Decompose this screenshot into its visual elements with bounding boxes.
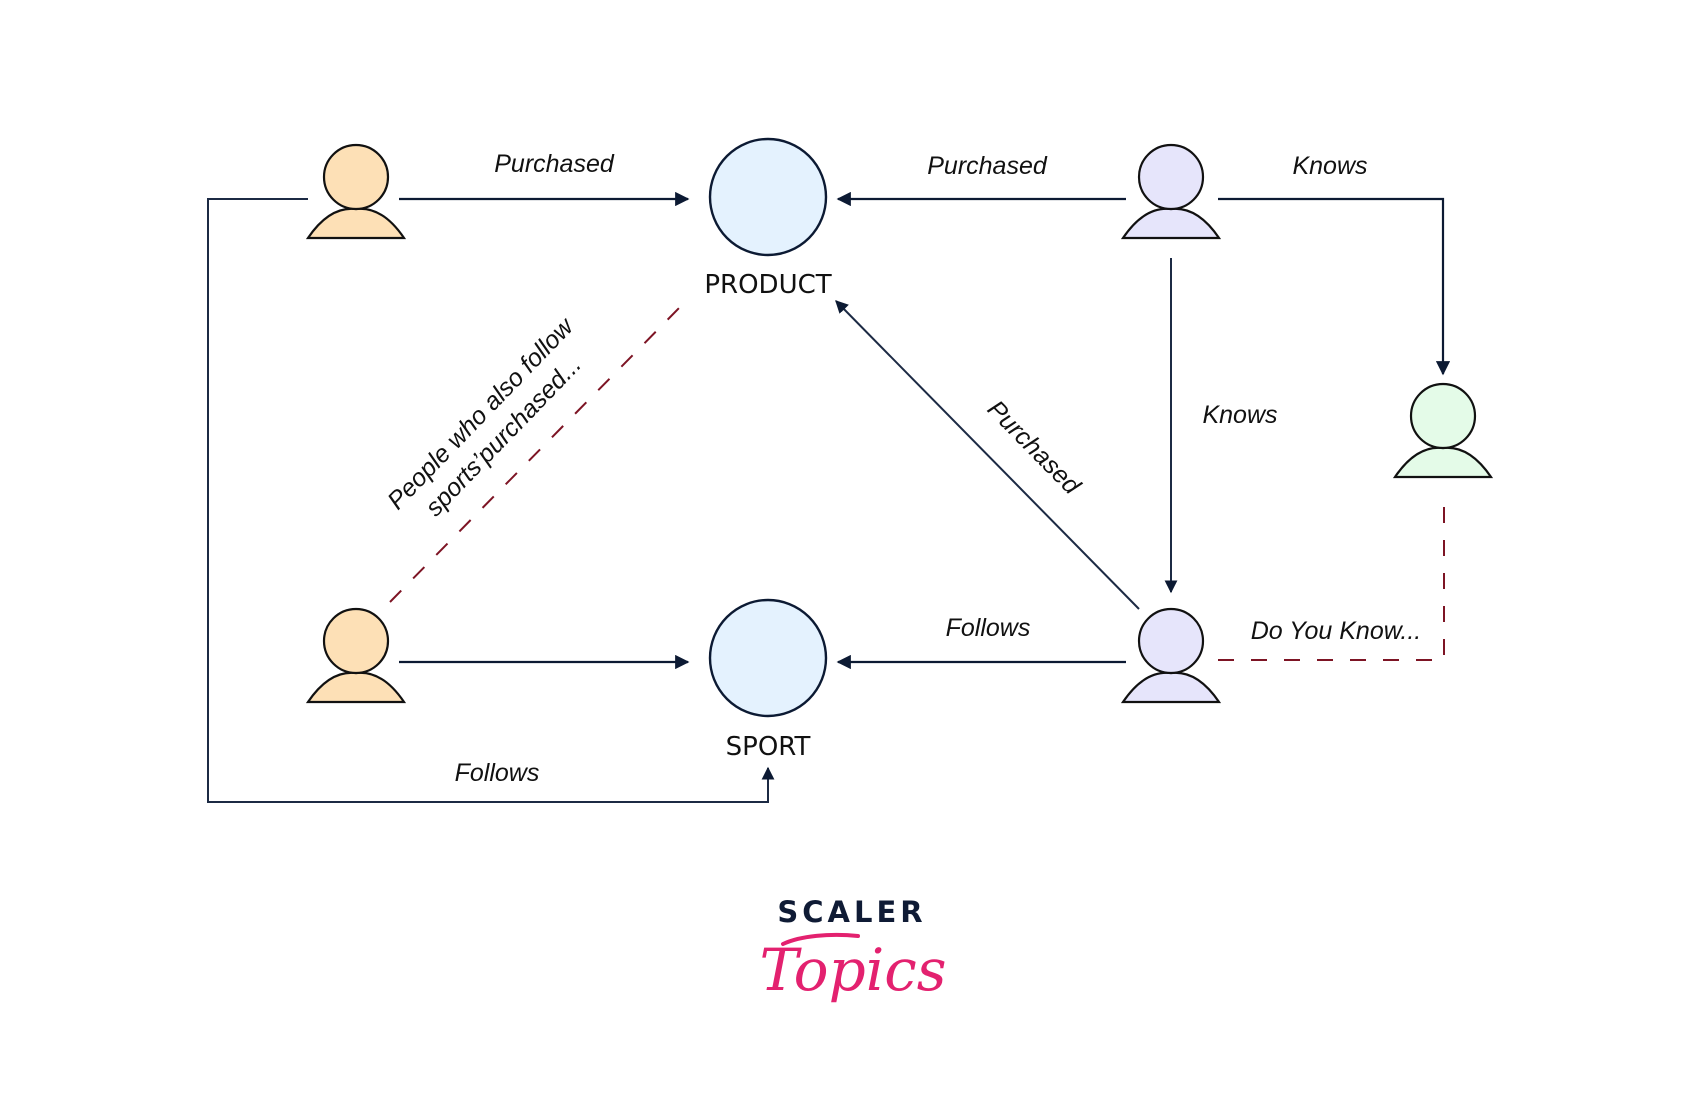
person-body-icon: [305, 207, 407, 240]
logo-sub-text: Topics: [759, 936, 946, 1004]
sport-circle[interactable]: [708, 598, 828, 718]
person-body-icon: [1120, 671, 1222, 704]
person-nodes: [305, 143, 1494, 704]
edges: Purchased Purchased Knows Knows Purchase…: [207, 150, 1451, 803]
person-head-icon: [1409, 382, 1477, 450]
node-person-bottom-right[interactable]: [1120, 607, 1222, 704]
edge-label-recommendation: People who also follow sports’purchased.…: [382, 311, 587, 522]
edge-label-top-right-purchased: Purchased: [927, 152, 1048, 180]
person-head-icon: [1137, 607, 1205, 675]
person-head-icon: [1137, 143, 1205, 211]
person-body-icon: [1120, 207, 1222, 240]
node-person-bottom-left[interactable]: [305, 607, 407, 704]
node-sport[interactable]: SPORT: [708, 598, 828, 762]
sport-label: SPORT: [726, 732, 811, 762]
recommendation-label-line1: People who also follow: [382, 311, 580, 515]
edge-label-bottom-right-purchased: Purchased: [982, 395, 1087, 501]
node-person-far-right[interactable]: [1392, 382, 1494, 479]
product-circle[interactable]: [708, 137, 828, 257]
node-person-top-right[interactable]: [1120, 143, 1222, 240]
edge-label-do-you-know: Do You Know...: [1251, 617, 1422, 645]
person-body-icon: [1392, 446, 1494, 479]
logo-brand-text: SCALER: [777, 895, 926, 929]
edge-label-top-left-follows: Follows: [455, 759, 540, 787]
edge-do-you-know-dashed[interactable]: [1218, 503, 1445, 661]
node-product[interactable]: PRODUCT: [704, 137, 832, 300]
person-body-icon: [305, 671, 407, 704]
edge-top-left-follows[interactable]: [207, 198, 775, 803]
person-head-icon: [322, 607, 390, 675]
node-person-top-left[interactable]: [305, 143, 407, 240]
edge-label-top-right-knows-far: Knows: [1292, 152, 1367, 180]
product-label: PRODUCT: [704, 270, 831, 300]
edge-label-top-right-knows-bottom: Knows: [1202, 401, 1277, 429]
edge-bottom-right-purchased[interactable]: [835, 300, 1140, 610]
person-head-icon: [322, 143, 390, 211]
edge-top-right-knows-far[interactable]: [1218, 197, 1451, 376]
edge-label-bottom-right-follows: Follows: [946, 614, 1031, 642]
edge-recommendation-dashed[interactable]: [389, 302, 685, 603]
logo-swoosh-icon: [781, 932, 860, 946]
edge-label-top-left-purchased: Purchased: [494, 150, 615, 178]
scaler-topics-logo: SCALER Topics: [759, 895, 946, 1004]
